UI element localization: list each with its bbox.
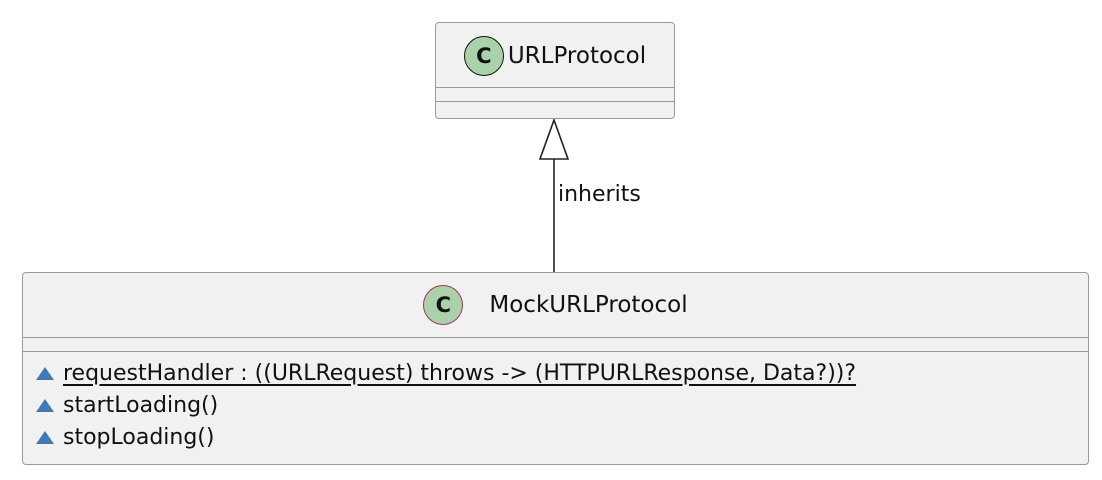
member-stop-loading: stopLoading() — [35, 425, 214, 450]
member-text: requestHandler : ((URLRequest) throws ->… — [63, 361, 857, 386]
triangle-up-icon — [36, 398, 54, 412]
attributes-separator — [23, 337, 1088, 338]
class-name: URLProtocol — [507, 43, 647, 69]
inheritance-arrowhead-icon — [538, 117, 570, 160]
member-text: startLoading() — [63, 393, 219, 418]
attributes-separator — [436, 87, 674, 88]
member-request-handler: requestHandler : ((URLRequest) throws ->… — [35, 361, 856, 386]
class-c-icon: C — [463, 36, 504, 76]
class-c-icon: C — [423, 285, 464, 325]
triangle-up-icon — [36, 366, 54, 380]
methods-separator — [436, 101, 674, 102]
class-header: C MockURLProtocol — [23, 273, 1088, 337]
triangle-up-icon — [36, 430, 54, 444]
member-start-loading: startLoading() — [35, 393, 218, 418]
member-text: stopLoading() — [63, 425, 215, 450]
class-header: C URLProtocol — [436, 23, 674, 87]
class-urlprotocol[interactable]: C URLProtocol — [435, 22, 675, 119]
class-name: MockURLProtocol — [489, 292, 688, 318]
inheritance-label: inherits — [558, 182, 641, 207]
methods-separator — [23, 351, 1088, 352]
class-mockurlprotocol[interactable]: C MockURLProtocol requestHandler : ((URL… — [22, 272, 1089, 465]
